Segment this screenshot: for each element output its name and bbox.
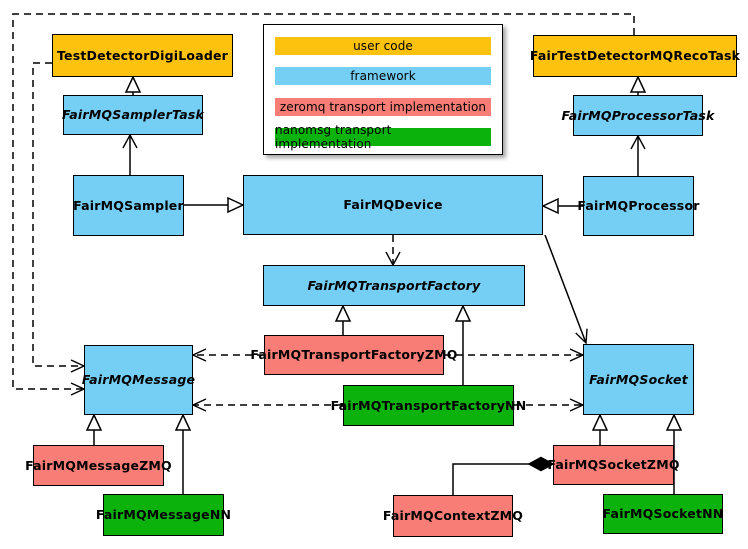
triangle-factory-left [334, 304, 352, 322]
node-fairmqprocessor: FairMQProcessor [577, 176, 699, 236]
node-label: TestDetectorDigiLoader [56, 47, 229, 63]
node-label: FairMQSamplerTask [61, 107, 205, 123]
legend-label: framework [350, 69, 416, 83]
node-fairmqprocessortask: FairMQProcessorTask [561, 95, 714, 136]
node-fairmqsampler: FairMQSampler [73, 175, 184, 236]
node-fairmqcontextzmq: FairMQContextZMQ [383, 495, 523, 537]
legend-item-framework: framework [275, 67, 491, 85]
node-fairmqdevice: FairMQDevice [243, 175, 543, 235]
edge-processor-processortask-association [630, 134, 646, 176]
legend-box: user code framework zeromq transport imp… [263, 24, 503, 155]
node-fairmqmessagezmq: FairMQMessageZMQ [25, 445, 172, 486]
arrowhead-factoryzmq-message [191, 348, 207, 362]
node-label: FairMQTransportFactoryNN [330, 397, 527, 413]
node-label: FairTestDetectorMQRecoTask [529, 48, 741, 64]
edge-recotask-message-dependency [12, 13, 635, 390]
triangle-message-right [174, 413, 192, 431]
node-fairmqtransportfactorynn: FairMQTransportFactoryNN [331, 385, 526, 426]
node-label: FairMQMessageNN [95, 507, 232, 523]
legend-item-nanomsg: nanomsg transport implementation [275, 123, 491, 151]
triangle-device-right [541, 197, 559, 215]
node-fairmqsocketzmq: FairMQSocketZMQ [547, 445, 679, 485]
edge-digiloader-message-dependency [32, 62, 82, 367]
legend-item-user-code: user code [275, 37, 491, 55]
node-fairmqtransportfactoryzmq: FairMQTransportFactoryZMQ [250, 335, 457, 375]
legend-item-zeromq: zeromq transport implementation [275, 98, 491, 116]
node-testdetectordigiloader: TestDetectorDigiLoader [52, 34, 233, 77]
node-fairtestdetectormqrecotask: FairTestDetectorMQRecoTask [529, 35, 741, 77]
legend-label: zeromq transport implementation [279, 100, 487, 114]
triangle-socket-left [591, 413, 609, 431]
triangle-factory-right [454, 304, 472, 322]
node-label: FairMQTransportFactoryZMQ [250, 347, 458, 363]
node-label: FairMQSampler [73, 197, 184, 213]
node-label: FairMQDevice [343, 197, 443, 213]
node-fairmqmessagenn: FairMQMessageNN [96, 494, 231, 536]
legend-label: nanomsg transport implementation [275, 123, 392, 151]
edge-device-socket-association [544, 234, 588, 345]
node-label: FairMQSocketZMQ [547, 457, 680, 473]
edge-contextzmq-socketzmq-composition [452, 456, 555, 495]
triangle-digiloader [124, 75, 142, 93]
node-fairmqsamplertask: FairMQSamplerTask [61, 95, 205, 135]
triangle-socket-right [665, 413, 683, 431]
triangle-device-left [227, 196, 245, 214]
node-label: FairMQTransportFactory [307, 277, 481, 293]
node-label: FairMQSocketNN [602, 506, 724, 522]
node-label: FairMQProcessor [577, 198, 700, 214]
legend-label: user code [353, 39, 413, 53]
node-fairmqtransportfactory: FairMQTransportFactory [263, 265, 525, 306]
composition-diamond [527, 456, 555, 472]
triangle-recotask [629, 75, 647, 93]
edge-sampler-samplertask-association [122, 133, 138, 175]
node-label: FairMQMessageZMQ [25, 457, 172, 473]
node-label: FairMQMessage [81, 372, 196, 388]
node-label: FairMQProcessorTask [561, 107, 715, 123]
node-fairmqmessage: FairMQMessage [81, 345, 196, 415]
node-fairmqsocket: FairMQSocket [583, 344, 694, 415]
node-label: FairMQContextZMQ [382, 508, 524, 524]
triangle-message-left [85, 413, 103, 431]
arrowhead-factorynn-message [191, 398, 207, 412]
node-label: FairMQSocket [589, 371, 688, 387]
node-fairmqsocketnn: FairMQSocketNN [603, 494, 723, 534]
